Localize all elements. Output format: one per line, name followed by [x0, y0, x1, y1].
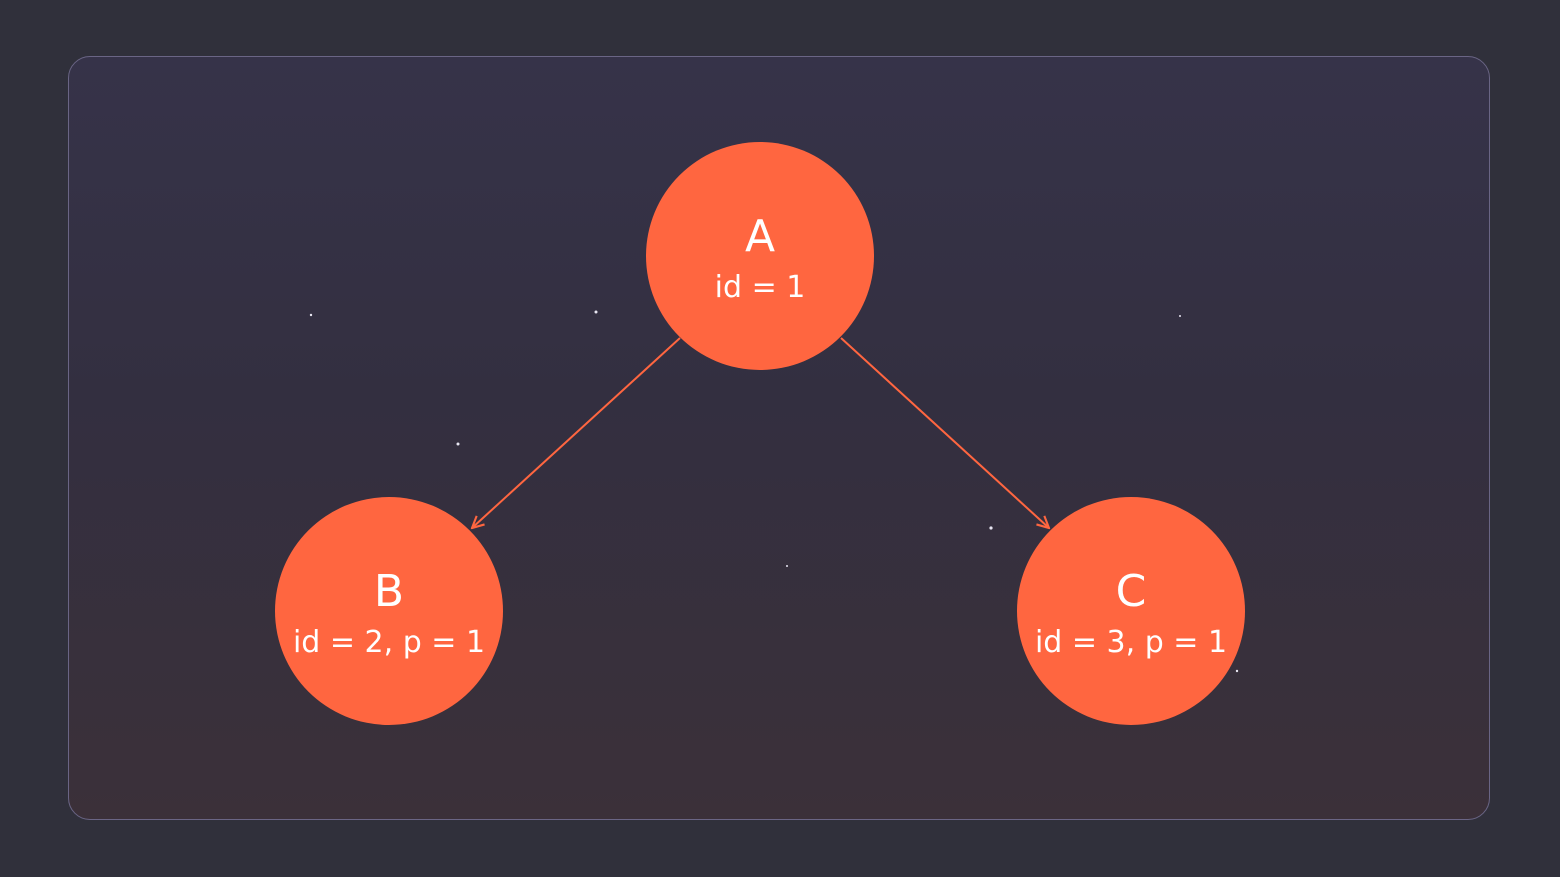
node-a-circle [646, 142, 874, 370]
star-dot [456, 442, 460, 446]
edge-a-to-b [472, 337, 681, 528]
node-b-circle [275, 497, 503, 725]
star-dot [989, 526, 993, 530]
node-c-label: id = 3, p = 1 [1035, 625, 1227, 660]
node-b-label: id = 2, p = 1 [293, 625, 485, 660]
node-b: B id = 2, p = 1 [275, 497, 503, 725]
edge-a-to-c [840, 337, 1049, 528]
star-dot [309, 313, 313, 317]
node-c-circle [1017, 497, 1245, 725]
node-b-letter: B [374, 566, 404, 617]
tree-diagram: A id = 1 B id = 2, p = 1 C id = 3, p = 1 [275, 142, 1245, 725]
star-dot [594, 310, 598, 314]
node-c-letter: C [1116, 566, 1147, 617]
node-a-label: id = 1 [715, 270, 806, 305]
star-dot [1179, 315, 1181, 317]
background-stars [309, 310, 1239, 673]
star-dot [1235, 669, 1239, 673]
diagram-panel: A id = 1 B id = 2, p = 1 C id = 3, p = 1 [68, 56, 1490, 820]
star-dot [786, 565, 788, 567]
node-a-letter: A [745, 211, 775, 262]
node-c: C id = 3, p = 1 [1017, 497, 1245, 725]
node-a: A id = 1 [646, 142, 874, 370]
